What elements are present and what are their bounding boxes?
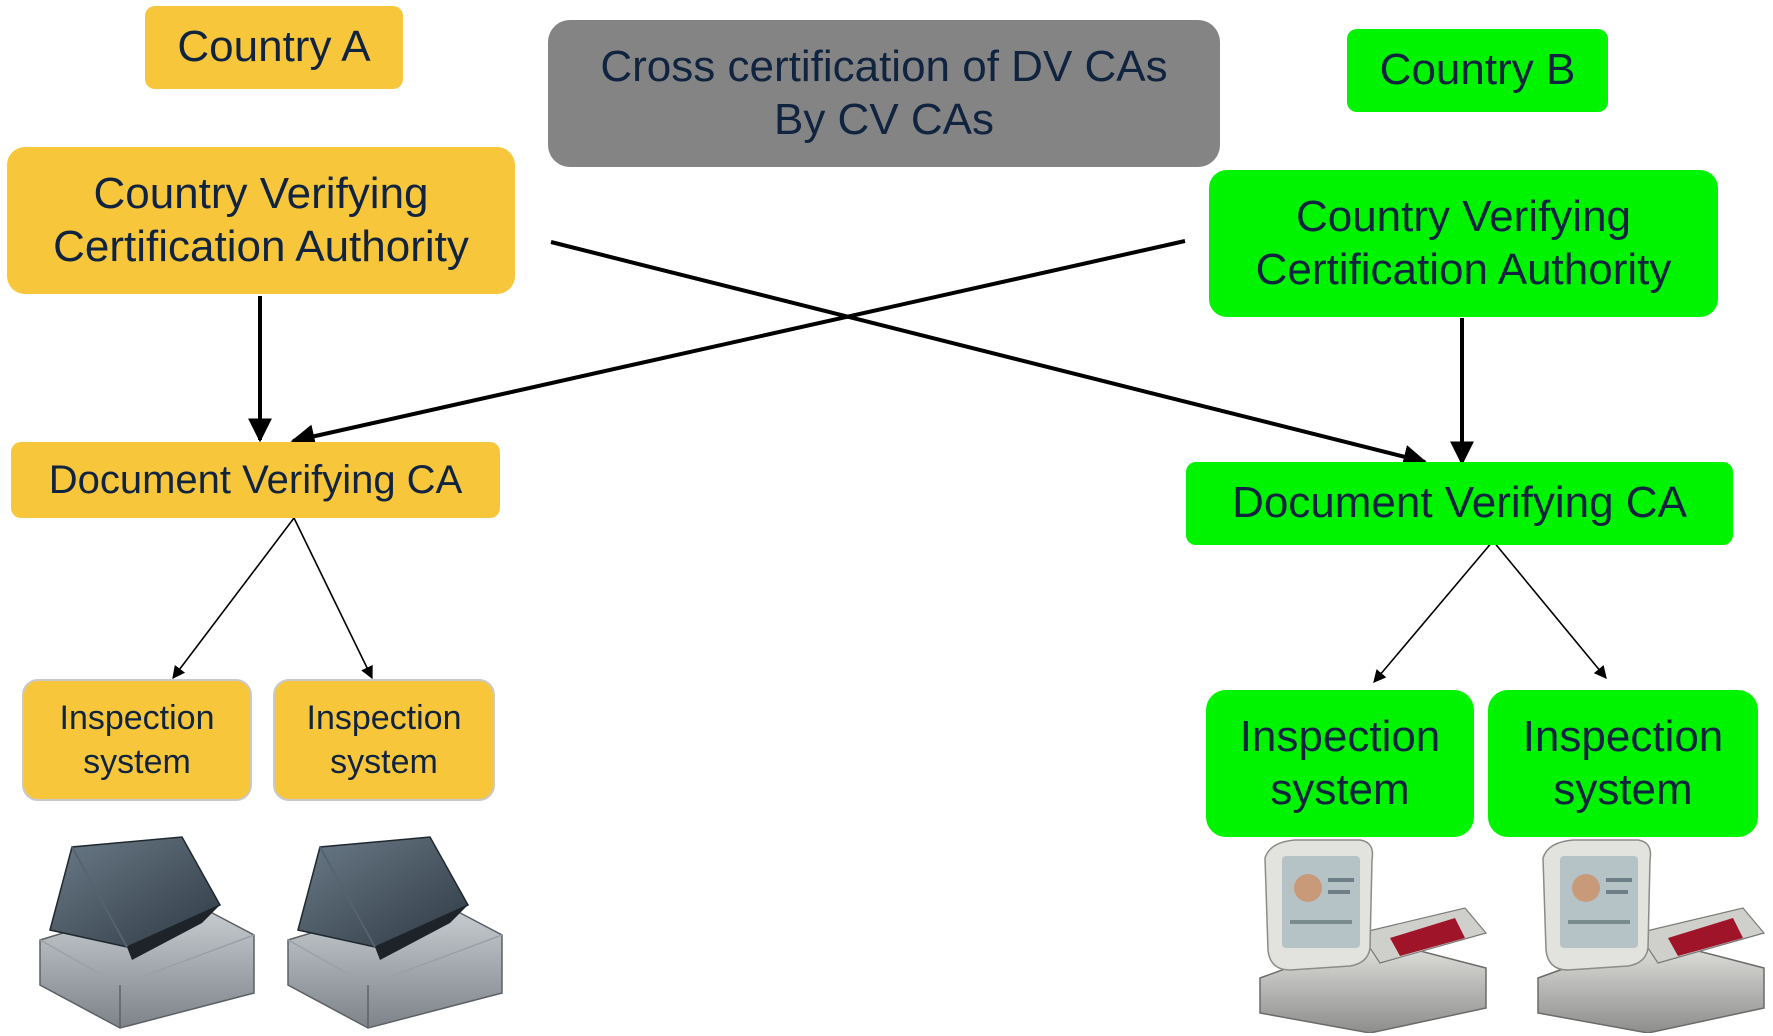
fingerprint-scanner-icon <box>39 836 255 1029</box>
country-a-cvca: Country Verifying Certification Authorit… <box>7 147 515 294</box>
fingerprint-scanner-icon <box>287 836 503 1029</box>
country-a-inspection-system-1: Inspection system <box>22 679 252 801</box>
country-b-inspection-system-2: Inspection system <box>1488 690 1758 837</box>
country-a-dvca: Document Verifying CA <box>11 442 500 518</box>
arrow-dvca-a-to-inspection-a1 <box>172 517 295 680</box>
country-b-cvca: Country Verifying Certification Authorit… <box>1209 170 1718 317</box>
passport-reader-icon <box>1537 839 1766 1033</box>
arrow-dvca-b-to-inspection-b2 <box>1492 540 1607 679</box>
arrow-cvca-a-to-dvca-b <box>550 240 1428 469</box>
country-b-dvca: Document Verifying CA <box>1186 462 1733 545</box>
passport-reader-icon <box>1259 839 1488 1033</box>
cross-certification-banner: Cross certification of DV CAs By CV CAs <box>548 20 1220 167</box>
arrow-dvca-b-to-inspection-b1 <box>1373 540 1494 683</box>
country-a-label: Country A <box>145 6 403 89</box>
country-a-inspection-system-2: Inspection system <box>273 679 495 801</box>
country-b-label: Country B <box>1347 29 1608 112</box>
country-b-inspection-system-1: Inspection system <box>1206 690 1474 837</box>
arrow-cvca-b-to-dvca-a <box>290 239 1186 448</box>
arrow-dvca-a-to-inspection-a2 <box>293 517 373 680</box>
